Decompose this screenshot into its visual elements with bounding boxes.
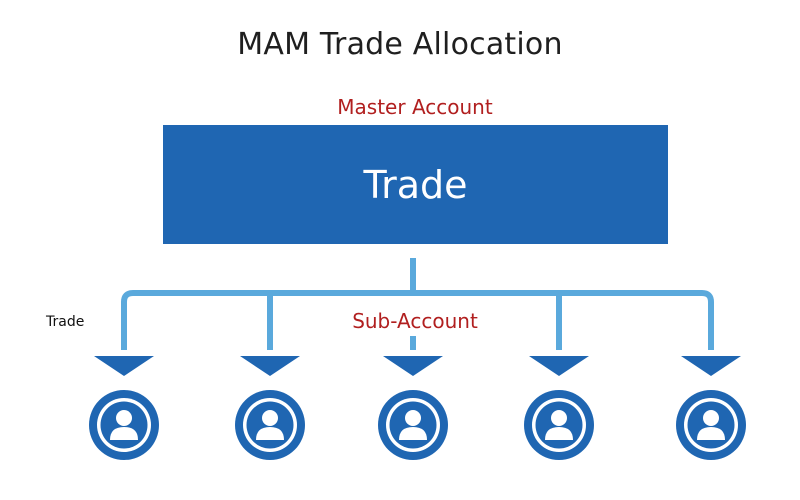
arrowheads xyxy=(94,356,741,376)
branch-bar xyxy=(121,290,714,350)
master-account-label: Master Account xyxy=(337,95,493,119)
sub-account-user-icon xyxy=(235,390,305,460)
arrow-down-icon xyxy=(240,356,300,376)
diagram-title: MAM Trade Allocation xyxy=(237,27,563,62)
sub-account-user-icon xyxy=(378,390,448,460)
sub-account-label: Sub-Account xyxy=(352,309,478,333)
connector-lines xyxy=(121,258,714,350)
sub-account-user-icon xyxy=(524,390,594,460)
sub-account-user-icon xyxy=(89,390,159,460)
arrow-down-icon xyxy=(529,356,589,376)
branch-trade-label: Trade xyxy=(46,314,85,330)
master-trade-box-label: Trade xyxy=(363,162,468,207)
master-trade-box: Trade xyxy=(163,125,668,244)
arrow-down-icon xyxy=(94,356,154,376)
sub-account-user-icon xyxy=(676,390,746,460)
arrow-down-icon xyxy=(383,356,443,376)
arrow-down-icon xyxy=(681,356,741,376)
